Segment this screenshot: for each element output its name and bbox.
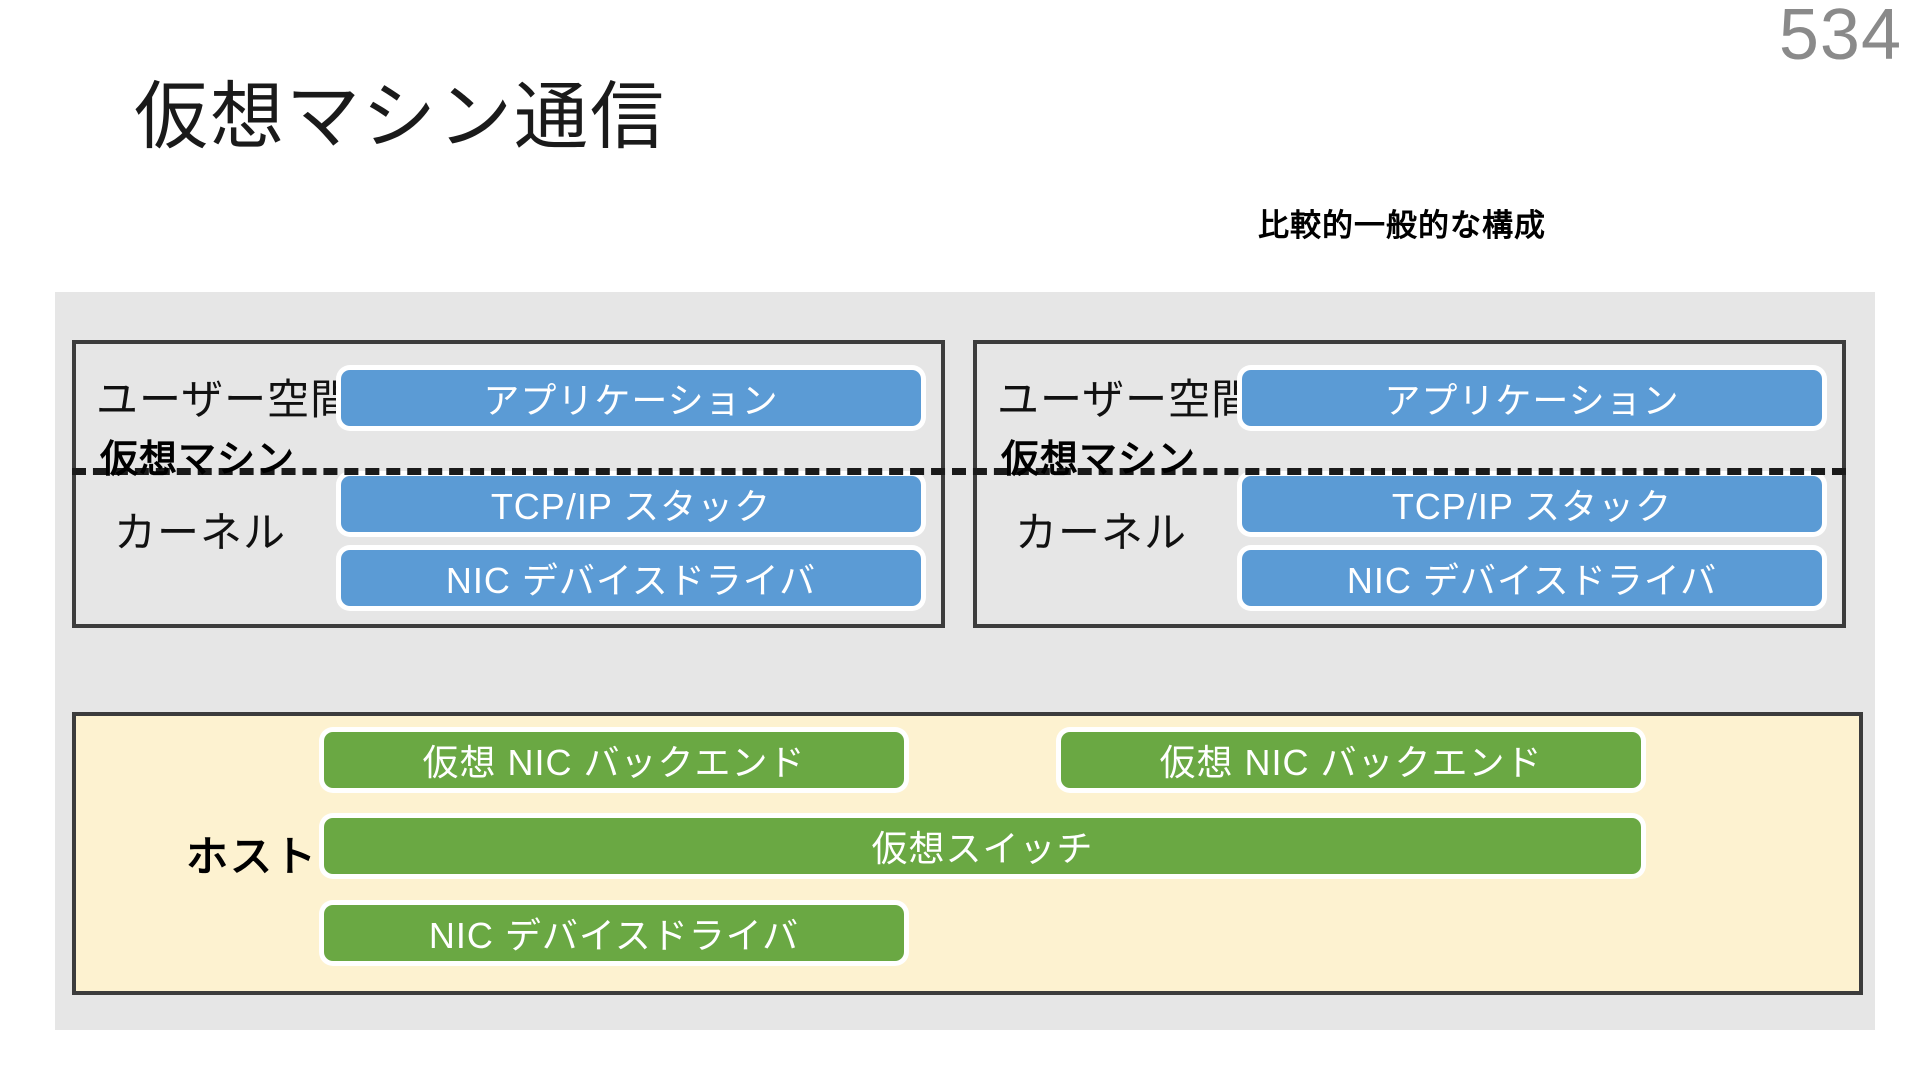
vm-box-right: ユーザー空間 仮想マシン カーネル アプリケーション TCP/IP スタック N… xyxy=(973,340,1846,628)
vm-right-tcpip-stack-box: TCP/IP スタック xyxy=(1242,476,1822,532)
vm-right-userspace-label: ユーザー空間 xyxy=(997,376,1255,423)
host-label: ホスト xyxy=(186,833,319,880)
vm-right-kernel-label: カーネル xyxy=(1015,509,1188,556)
host-vnic-backend-right-box: 仮想 NIC バックエンド xyxy=(1061,732,1641,788)
host-virtual-switch-box: 仮想スイッチ xyxy=(324,818,1641,874)
vm-right-application-box: アプリケーション xyxy=(1242,370,1822,426)
vm-left-kernel-label: カーネル xyxy=(114,509,287,556)
host-box: ホスト 仮想 NIC バックエンド 仮想 NIC バックエンド 仮想スイッチ N… xyxy=(72,712,1863,995)
host-nic-driver-box: NIC デバイスドライバ xyxy=(324,905,904,961)
vm-left-application-box: アプリケーション xyxy=(341,370,921,426)
page-title: 仮想マシン通信 xyxy=(134,75,666,158)
vm-box-left: ユーザー空間 仮想マシン カーネル アプリケーション TCP/IP スタック N… xyxy=(72,340,945,628)
vm-left-machine-label: 仮想マシン xyxy=(100,439,296,481)
page-number: 534 xyxy=(1778,0,1902,75)
diagram-subtitle: 比較的一般的な構成 xyxy=(1258,208,1546,243)
vm-left-tcpip-stack-box: TCP/IP スタック xyxy=(341,476,921,532)
vm-right-machine-label: 仮想マシン xyxy=(1001,439,1197,481)
vm-left-userspace-label: ユーザー空間 xyxy=(96,376,354,423)
user-kernel-boundary-line xyxy=(72,468,1846,475)
host-vnic-backend-left-box: 仮想 NIC バックエンド xyxy=(324,732,904,788)
vm-left-nic-driver-box: NIC デバイスドライバ xyxy=(341,550,921,606)
architecture-diagram: ユーザー空間 仮想マシン カーネル アプリケーション TCP/IP スタック N… xyxy=(55,292,1875,1030)
vm-right-nic-driver-box: NIC デバイスドライバ xyxy=(1242,550,1822,606)
